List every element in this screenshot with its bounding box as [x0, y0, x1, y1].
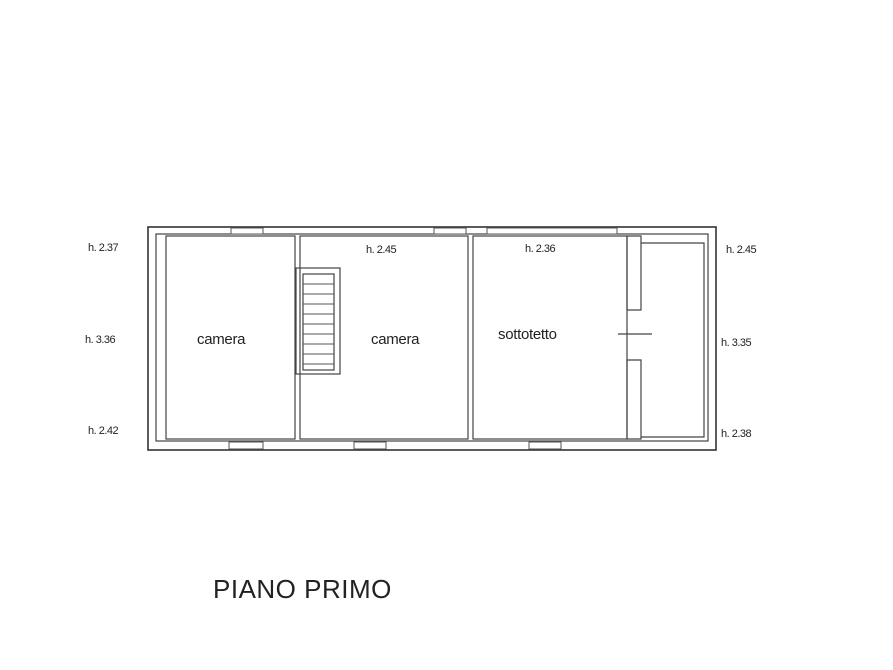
staircase: [295, 267, 341, 375]
room-2-outline: [299, 235, 469, 440]
height-left-bot: h. 2.42: [88, 425, 119, 437]
room-label-1: camera: [197, 331, 246, 348]
right-partition-lower: [626, 359, 642, 440]
window-top-1: [230, 227, 264, 235]
height-left-top: h. 2.37: [88, 242, 119, 254]
height-right-mid: h. 3.35: [721, 337, 752, 349]
height-right-top: h. 2.45: [726, 244, 757, 256]
room-1-outline: [165, 235, 296, 440]
window-bottom-1: [228, 441, 264, 450]
room-label-2: camera: [371, 331, 420, 348]
height-right-bot: h. 2.38: [721, 428, 752, 440]
room-label-3: sottotetto: [498, 326, 557, 343]
height-room3-top: h. 2.36: [525, 243, 556, 255]
outer-wall-inner: [155, 233, 709, 442]
outer-wall-outer: [147, 226, 717, 451]
room-3-outline: [472, 235, 628, 440]
right-partition-upper: [626, 235, 642, 311]
window-top-3: [486, 227, 618, 235]
right-room-outline: [641, 242, 705, 438]
plan-title: PIANO PRIMO: [213, 574, 392, 604]
window-top-2: [433, 227, 467, 235]
height-left-mid: h. 3.36: [85, 334, 116, 346]
window-bottom-3: [528, 441, 562, 450]
height-room2-top: h. 2.45: [366, 244, 397, 256]
window-bottom-2: [353, 441, 387, 450]
